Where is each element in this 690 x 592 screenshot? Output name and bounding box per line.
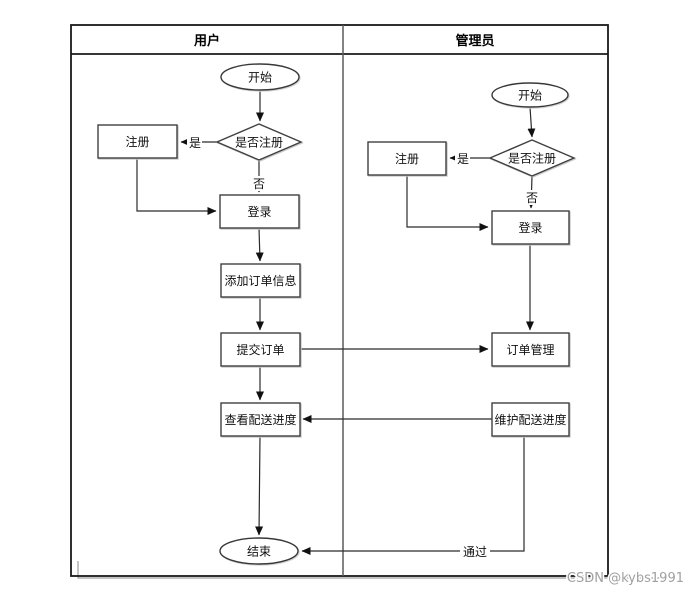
node-user-end: 结束 — [219, 537, 299, 565]
node-user-view-delivery: 查看配送进度 — [220, 402, 301, 437]
edge-label-bg — [460, 544, 490, 558]
terminator-shape — [219, 537, 299, 565]
edge-admin-start-to-check — [527, 106, 536, 138]
node-user-check: 是否注册 — [215, 123, 303, 161]
node-label: 添加订单信息 — [224, 273, 296, 288]
node-label: 开始 — [248, 71, 272, 85]
edge-label-admin-no: 否 — [526, 191, 538, 205]
process-shape — [491, 402, 570, 437]
lane-title-admin: 管理员 — [455, 33, 494, 49]
node-label: 维护配送进度 — [494, 412, 566, 427]
node-label: 开始 — [518, 89, 542, 103]
node-admin-order-manage: 订单管理 — [491, 332, 570, 367]
pool-frame: 用户 管理员 — [70, 24, 668, 579]
node-admin-check: 是否注册 — [488, 139, 576, 177]
edge-user-register-to-login — [136, 158, 217, 215]
csdn-watermark: CSDN @kybs1991 — [567, 571, 684, 586]
node-label: 结束 — [247, 545, 271, 559]
edge-label-user-yes: 是 — [189, 136, 201, 150]
edge-label-bg — [455, 151, 470, 166]
edge-user-login-to-add-order — [255, 227, 264, 262]
edge-admin-maintain-pass-to-end — [301, 436, 525, 555]
node-user-login: 登录 — [219, 194, 300, 229]
edge-label-admin-yes: 是 — [457, 152, 469, 166]
process-shape — [97, 124, 178, 159]
node-label: 提交订单 — [236, 342, 284, 357]
process-shape — [220, 332, 301, 367]
node-admin-register: 注册 — [367, 141, 447, 176]
edge-user-view-to-end — [255, 435, 264, 536]
node-label: 是否注册 — [508, 151, 556, 166]
node-label: 注册 — [395, 151, 419, 166]
node-user-submit-order: 提交订单 — [220, 332, 301, 367]
node-admin-start: 开始 — [491, 82, 569, 108]
process-shape — [220, 402, 301, 437]
process-shape — [367, 141, 447, 176]
edge-label-bg — [187, 135, 202, 150]
node-label: 订单管理 — [506, 342, 554, 357]
process-shape — [491, 332, 570, 367]
edge-label-bg — [251, 176, 266, 191]
pool-border — [70, 24, 609, 577]
terminator-shape — [491, 82, 569, 108]
process-shape — [491, 210, 570, 245]
terminator-shape — [220, 63, 300, 91]
node-label: 登录 — [518, 220, 542, 235]
process-shape — [219, 194, 300, 229]
node-label: 登录 — [247, 204, 271, 219]
node-label: 注册 — [125, 134, 149, 149]
node-user-register: 注册 — [97, 124, 178, 159]
edges — [136, 90, 536, 555]
node-admin-maintain-delivery: 维护配送进度 — [491, 402, 570, 437]
edge-admin-register-to-login — [406, 175, 489, 231]
node-admin-login: 登录 — [491, 210, 570, 245]
edge-label-user-no: 否 — [253, 177, 265, 191]
node-label: 是否注册 — [235, 135, 283, 150]
decision-shape — [488, 139, 576, 177]
node-label: 查看配送进度 — [224, 412, 296, 427]
edge-label-pass: 通过 — [463, 545, 487, 559]
edge-labels: 是 否 是 否 通过 — [187, 135, 539, 559]
decision-shape — [215, 123, 303, 161]
node-user-add-order: 添加订单信息 — [220, 263, 301, 298]
pool-outer-artifact-border — [77, 561, 668, 579]
lane-title-user: 用户 — [193, 33, 220, 49]
process-shape — [220, 263, 301, 298]
edge-label-bg — [524, 190, 539, 205]
node-user-start: 开始 — [220, 63, 300, 91]
